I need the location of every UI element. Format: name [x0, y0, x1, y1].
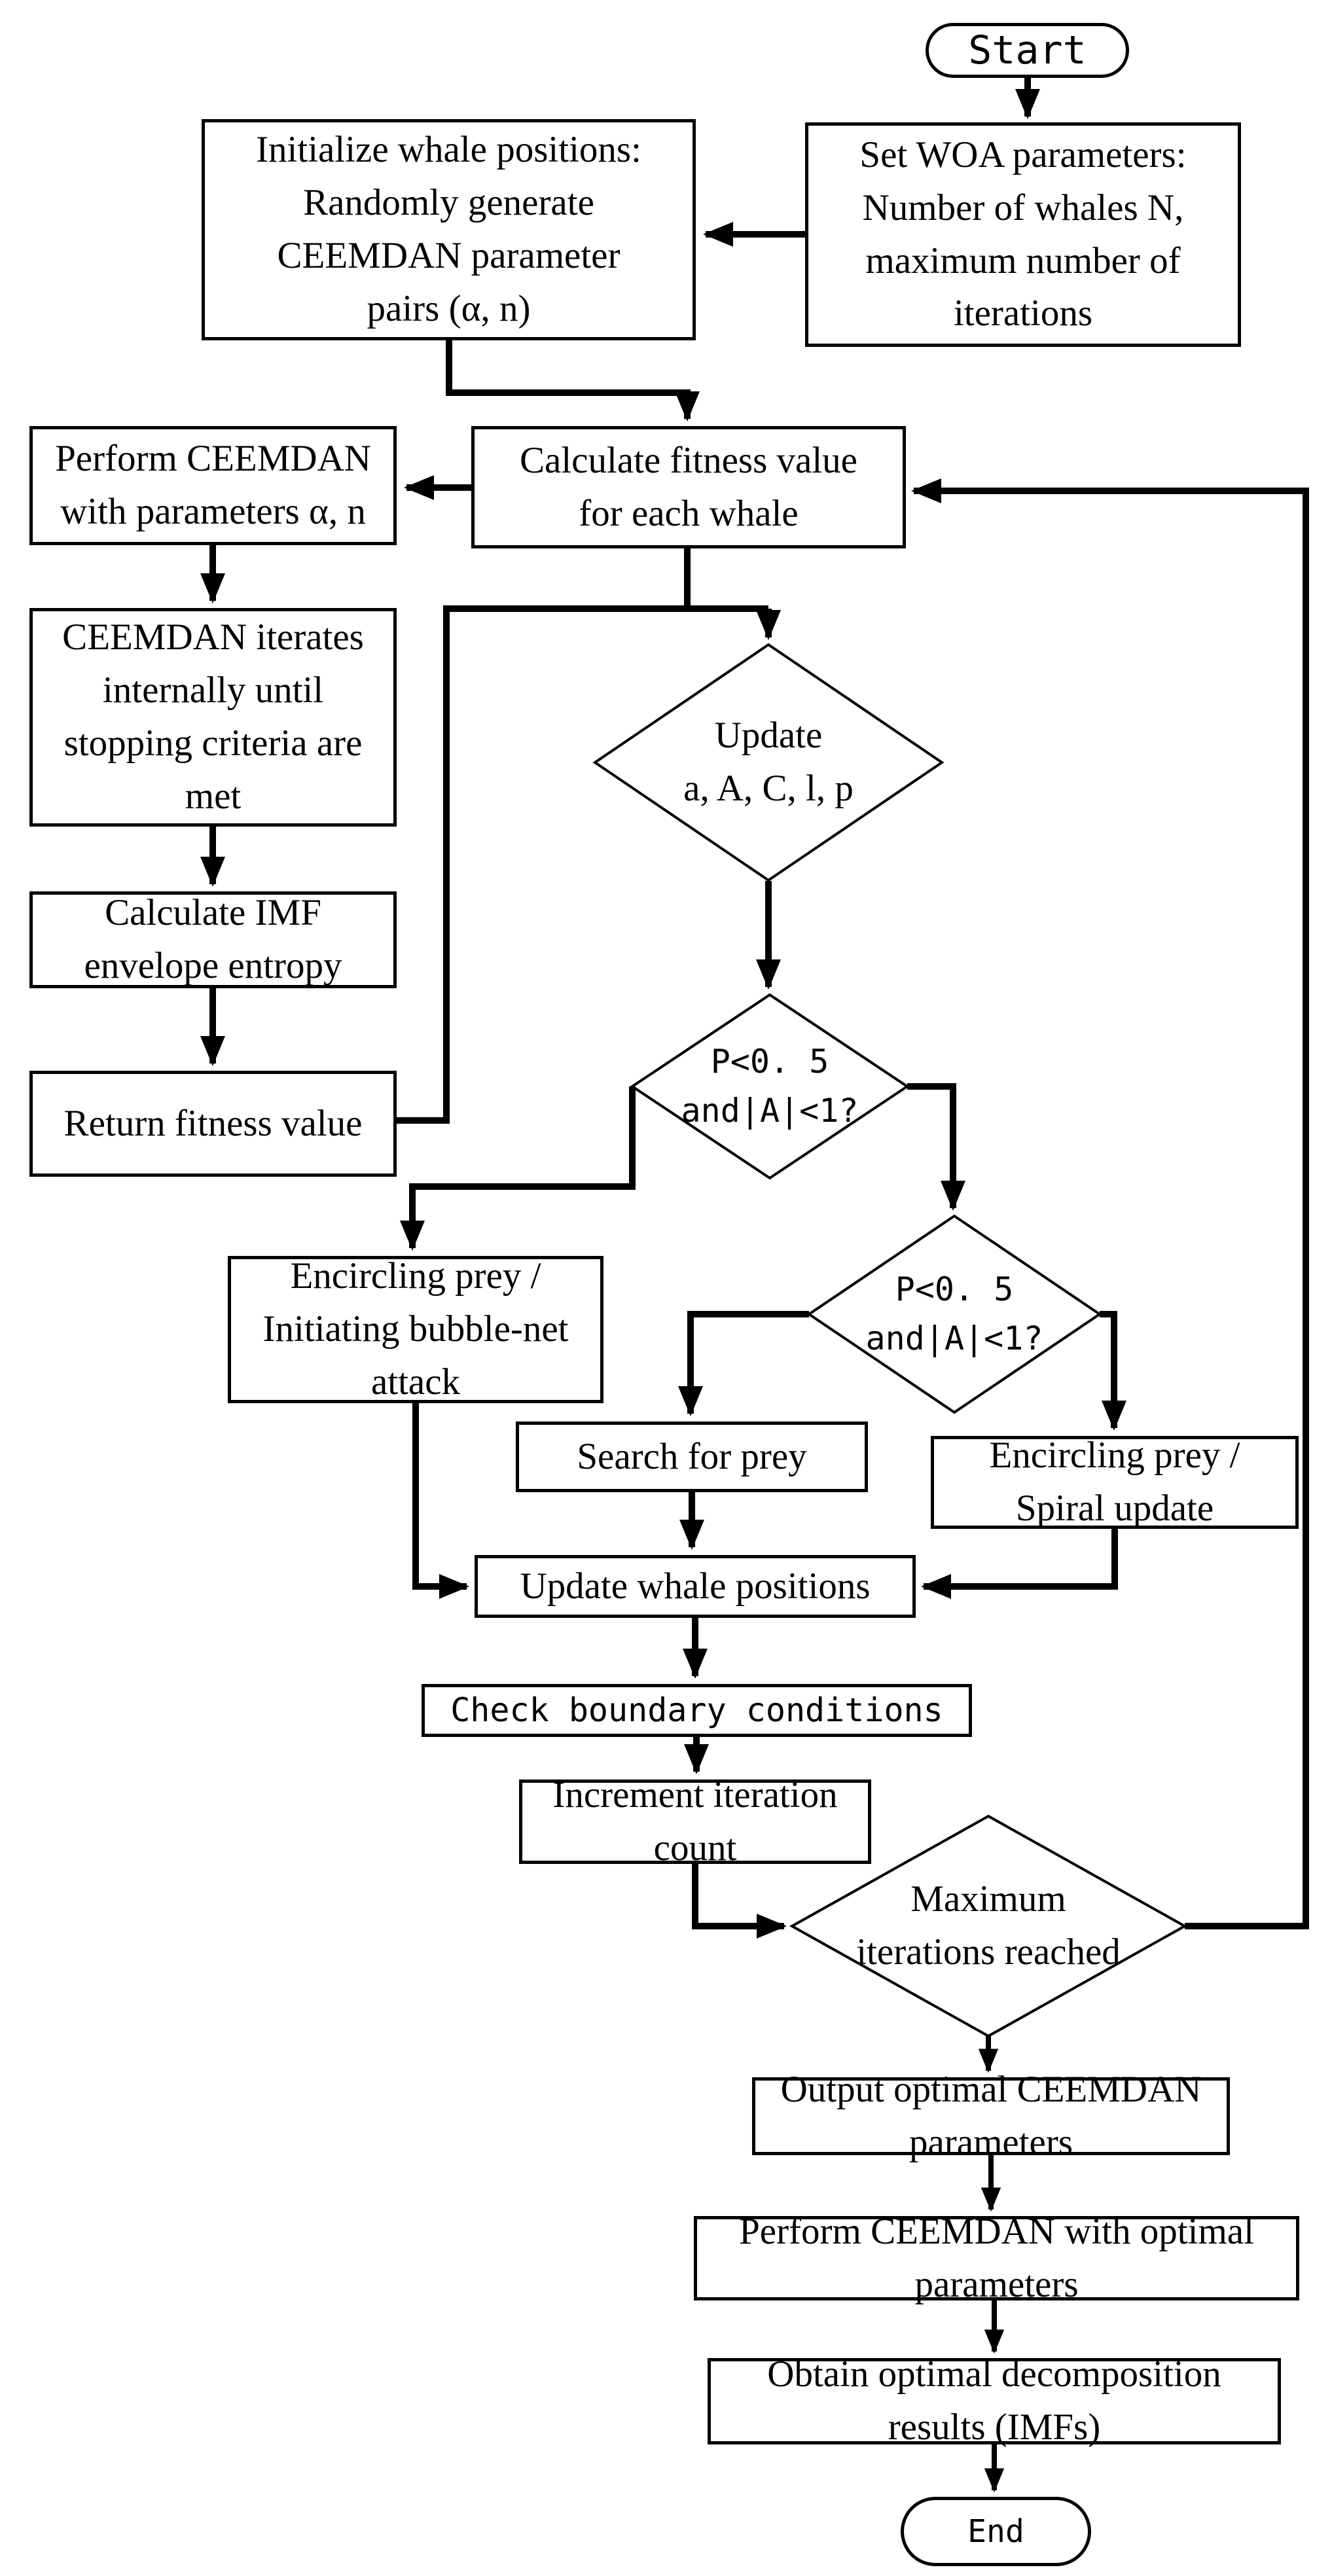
decision-update-coeffs-shape [592, 643, 945, 882]
ceemdan-iterates-box: CEEMDAN iterates internally until stoppi… [29, 608, 397, 827]
edge-p2-to-encircling-spiral [1100, 1311, 1126, 1431]
start-terminator: Start [926, 23, 1129, 78]
edge-maxiterations-feedback-to-calcfitness [910, 478, 1309, 1929]
set-woa-parameters-box: Set WOA parameters: Number of whales N, … [805, 122, 1241, 347]
increment-iteration-count-box: Increment iteration count [519, 1774, 871, 1869]
edge-returnfitness-junction [397, 605, 768, 1124]
p-condition-2-decision-label: P<0. 5 and|A|<1? [865, 1270, 1043, 1357]
p-condition-1-decision-label: P<0. 5 and|A|<1? [681, 1043, 859, 1130]
edge-increment-to-maxiterations [692, 1864, 787, 1939]
output-optimal-parameters-box: Output optimal CEEMDAN parameters [752, 2069, 1230, 2163]
edge-encirclingbubble-to-updatepositions [412, 1403, 470, 1600]
perform-ceemdan-box: Perform CEEMDAN with parameters α, n [29, 426, 397, 545]
update-coefficients-decision-label: Update a, A, C, l, p [683, 715, 854, 809]
check-boundary-conditions-box: Check boundary conditions [422, 1684, 972, 1737]
calculate-fitness-box: Calculate fitness value for each whale [471, 426, 906, 548]
search-for-prey-box: Search for prey [516, 1422, 868, 1492]
edge-p1-to-encircling-bubble [399, 1086, 636, 1251]
maximum-iterations-decision-label: Maximum iterations reached [856, 1878, 1121, 1973]
decision-p-condition-1-shape [630, 993, 910, 1180]
encircling-spiral-update-box: Encircling prey / Spiral update [931, 1435, 1299, 1529]
encircling-bubble-net-box: Encircling prey / Initiating bubble-net … [228, 1255, 603, 1403]
perform-ceemdan-optimal-box: Perform CEEMDAN with optimal parameters [694, 2211, 1299, 2305]
end-terminator: End [901, 2497, 1091, 2566]
edge-encirclingspiral-to-updatepositions [920, 1529, 1118, 1599]
initialize-whale-positions-box: Initialize whale positions: Randomly gen… [202, 119, 696, 340]
obtain-decomposition-results-box: Obtain optimal decomposition results (IM… [708, 2353, 1281, 2448]
edge-p2-to-searchprey [677, 1311, 809, 1417]
edge-p1-to-p2 [907, 1083, 965, 1211]
edge-initialize-to-calcfitness [446, 340, 700, 422]
update-whale-positions-box: Update whale positions [475, 1555, 916, 1618]
calculate-imf-entropy-box: Calculate IMF envelope entropy [29, 891, 397, 988]
return-fitness-box: Return fitness value [29, 1071, 397, 1177]
decision-p-condition-2-shape [806, 1214, 1102, 1414]
